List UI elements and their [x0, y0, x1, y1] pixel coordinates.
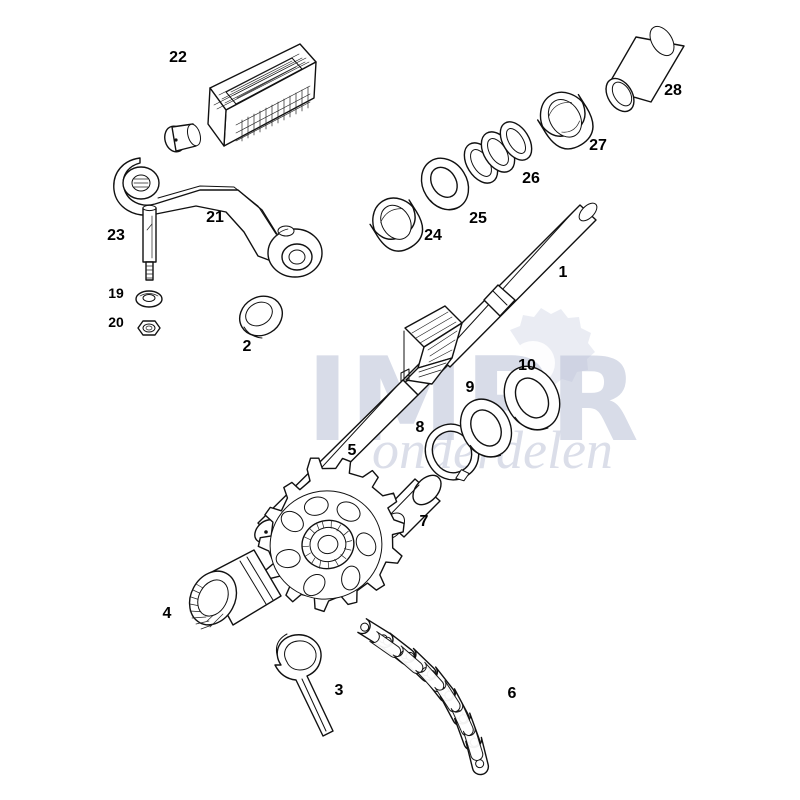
callout-number-oil-seal-ring: 2	[243, 338, 252, 355]
sprocket-hub-splines	[302, 520, 353, 570]
callout-number-thrust-washer-large: 10	[518, 357, 536, 374]
callout-number-sleeve-tube: 28	[664, 82, 682, 99]
callout-number-circlip-snap-ring: 8	[416, 419, 425, 436]
part-hex-nut	[137, 320, 161, 336]
part-return-spring-clip	[274, 633, 334, 737]
part-splined-hub-gear	[188, 549, 282, 630]
callout-number-splined-hub-gear: 4	[163, 605, 172, 622]
part-oil-seal-ring	[239, 295, 283, 339]
callout-number-return-spring-clip: 3	[335, 682, 344, 699]
part-drive-chain	[357, 618, 490, 776]
callout-number-rubber-pedal-pad: 22	[169, 49, 187, 66]
part-pivot-bolt	[142, 204, 157, 281]
part-spring-coil-rings	[463, 121, 533, 184]
callout-number-kick-start-shaft: 1	[559, 264, 568, 281]
callout-number-thrust-washer-small: 9	[466, 379, 475, 396]
part-flat-washer-ring	[420, 157, 470, 211]
part-rubber-pedal-pad	[164, 43, 317, 153]
callout-number-pivot-bolt-pin: 23	[107, 227, 125, 244]
callout-number-kickstart-sprocket: 5	[348, 442, 357, 459]
callout-number-hex-nut: 20	[108, 314, 124, 330]
callout-number-kick-start-lever-arm: 21	[206, 209, 224, 226]
callout-number-spring-coil-rings: 26	[522, 170, 540, 187]
callout-number-washer: 19	[108, 285, 124, 301]
part-bushing-upper	[536, 91, 594, 150]
chain-links	[357, 618, 490, 776]
callout-number-shaft-end-boss: 7	[420, 513, 429, 530]
callout-number-flat-washer-ring: 25	[469, 210, 487, 227]
callout-number-bushing-upper: 27	[589, 137, 607, 154]
part-thrust-washer-small	[459, 398, 513, 458]
part-sleeve-tube	[605, 25, 685, 113]
part-thrust-washer-large	[503, 365, 561, 431]
part-bushing-lower	[369, 197, 424, 252]
part-kickstart-sprocket	[257, 457, 405, 613]
callout-number-drive-chain: 6	[508, 685, 517, 702]
callout-number-bushing-lower: 24	[424, 227, 442, 244]
part-washer	[135, 290, 163, 308]
